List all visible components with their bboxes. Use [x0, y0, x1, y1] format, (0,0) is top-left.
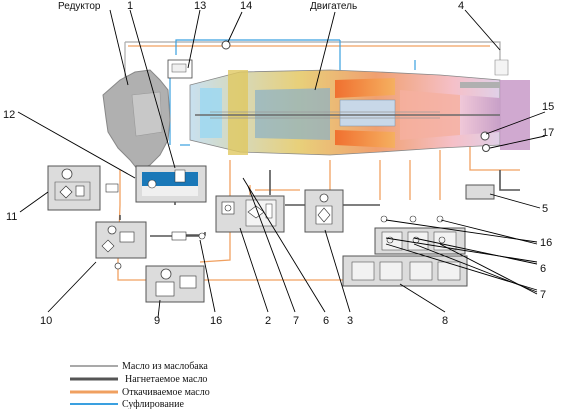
leader-lines: [17, 9, 546, 319]
legend-label-vent: Суфлирование: [122, 399, 184, 409]
oil-tank: [135, 165, 207, 203]
label-5: 5: [542, 203, 548, 215]
filter-16: [171, 215, 444, 241]
label-17: 17: [542, 127, 554, 139]
unit-11: [47, 165, 119, 211]
label-12: 12: [3, 109, 15, 121]
label-6-left: 6: [323, 315, 329, 327]
label-7-left: 7: [293, 315, 299, 327]
legend-label-supply: Масло из маслобака: [122, 361, 208, 372]
label-4: 4: [458, 0, 464, 12]
label-9: 9: [154, 315, 160, 327]
unit-8: [342, 255, 468, 287]
label-16-right: 16: [540, 237, 552, 249]
label-2: 2: [265, 315, 271, 327]
label-16-left: 16: [210, 315, 222, 327]
label-gearbox: Редуктор: [58, 1, 101, 12]
label-6-right: 6: [540, 263, 546, 275]
unit-2: [215, 195, 285, 233]
label-11: 11: [6, 211, 17, 223]
breather-box: [167, 59, 193, 79]
label-14: 14: [240, 0, 252, 12]
label-engine: Двигатель: [310, 1, 357, 12]
sensor-14: [221, 40, 231, 50]
labels: Редуктор 1 13 14 Двигатель 4 15 17 12 11…: [3, 0, 554, 327]
engine: [189, 59, 530, 156]
label-10: 10: [40, 315, 52, 327]
sensor-17: [482, 144, 490, 152]
label-8: 8: [442, 315, 448, 327]
legend-label-pressure: Нагнетаемое масло: [125, 374, 207, 385]
unit-10: [95, 221, 147, 270]
legend-label-scavenge: Откачиваемое масло: [122, 387, 210, 398]
unit-9: [145, 265, 205, 303]
unit-3: [304, 189, 344, 233]
gearbox: [102, 69, 171, 171]
label-15: 15: [542, 101, 554, 113]
label-13: 13: [194, 0, 206, 12]
label-7-right: 7: [540, 289, 546, 301]
legend: Масло из маслобака Нагнетаемое масло Отк…: [70, 361, 210, 409]
label-1: 1: [127, 0, 133, 12]
label-3: 3: [347, 315, 353, 327]
unit-5: [465, 184, 495, 200]
